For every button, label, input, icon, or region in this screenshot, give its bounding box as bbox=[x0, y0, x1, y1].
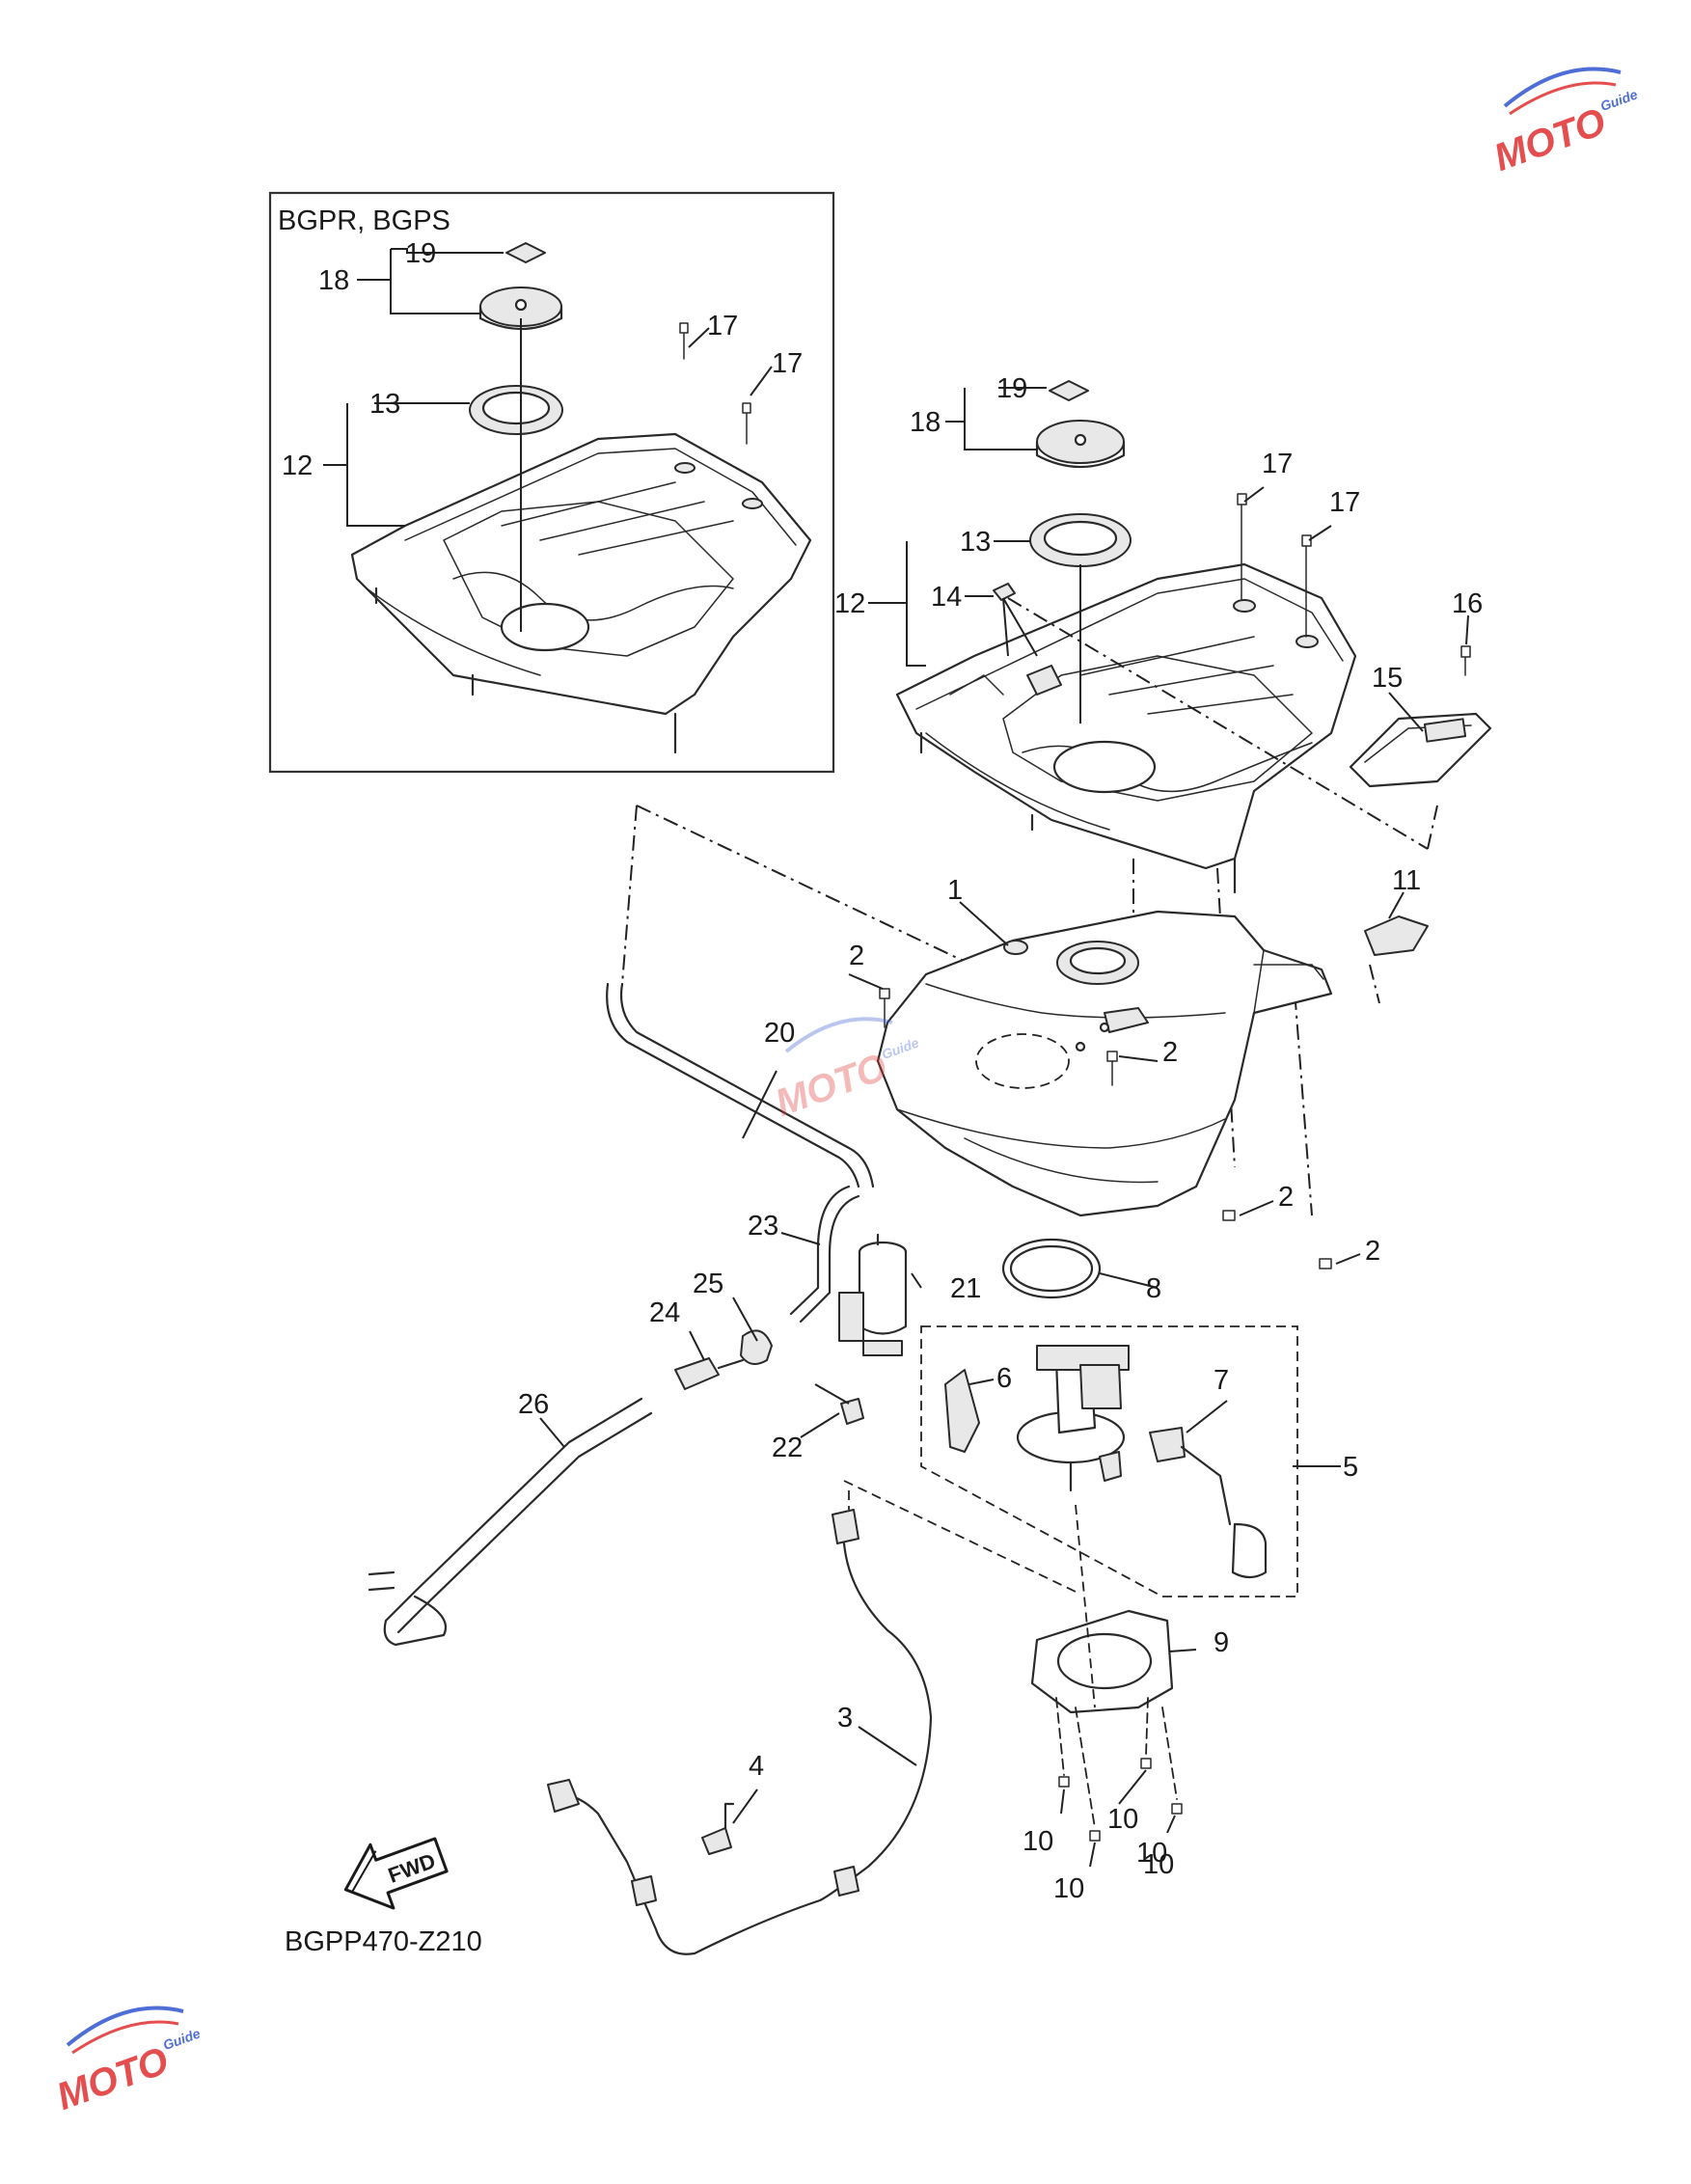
label-25: 25 bbox=[693, 1269, 723, 1299]
inset-tank-cover bbox=[350, 432, 812, 754]
label-5: 5 bbox=[1343, 1452, 1358, 1483]
label-10b: 10 bbox=[1023, 1826, 1053, 1857]
pump-assembly-box bbox=[920, 1325, 1298, 1597]
inset-label-13: 13 bbox=[369, 389, 400, 420]
inset-label-17b: 17 bbox=[772, 348, 803, 379]
label-21: 21 bbox=[950, 1273, 981, 1304]
screw-16 bbox=[1460, 645, 1471, 676]
leader-lines bbox=[539, 614, 1469, 1868]
breather-hose-20 bbox=[606, 982, 875, 1188]
label-14: 14 bbox=[931, 582, 962, 613]
label-22: 22 bbox=[772, 1433, 803, 1463]
watermark-logo-bottom: MOTO Guide bbox=[51, 2006, 203, 2118]
filter-21 bbox=[838, 1233, 908, 1356]
label-11: 11 bbox=[1392, 865, 1421, 896]
label-10a: 10 bbox=[1107, 1804, 1138, 1835]
svg-text:Guide: Guide bbox=[1598, 86, 1640, 114]
label-24: 24 bbox=[649, 1297, 680, 1328]
svg-text:Guide: Guide bbox=[161, 2025, 203, 2053]
label-19: 19 bbox=[996, 373, 1027, 404]
svg-text:MOTO: MOTO bbox=[51, 2039, 174, 2118]
inset-label-17a: 17 bbox=[707, 311, 738, 341]
label-15: 15 bbox=[1372, 663, 1403, 694]
label-12: 12 bbox=[834, 588, 865, 619]
label-2d: 2 bbox=[1365, 1236, 1380, 1267]
inset-label-18: 18 bbox=[318, 265, 349, 296]
bolt-22 bbox=[840, 1398, 864, 1425]
inset-header: BGPR, BGPS bbox=[278, 205, 450, 236]
drain-hose-26 bbox=[368, 1397, 653, 1647]
label-6: 6 bbox=[996, 1363, 1012, 1394]
fuel-tank bbox=[876, 910, 1333, 1217]
inset-label-19: 19 bbox=[405, 238, 436, 269]
label-20: 20 bbox=[764, 1018, 795, 1049]
label-3: 3 bbox=[837, 1703, 853, 1734]
label-10e: 10 bbox=[1136, 1838, 1167, 1869]
label-10c: 10 bbox=[1143, 1849, 1174, 1880]
part-24 bbox=[674, 1357, 720, 1390]
inset-seal bbox=[505, 242, 546, 263]
cap-seal bbox=[1049, 380, 1089, 401]
label-9: 9 bbox=[1214, 1627, 1229, 1658]
level-sender-7 bbox=[1149, 1427, 1268, 1579]
tank-cover-main bbox=[895, 562, 1357, 894]
bracket-4 bbox=[701, 1827, 732, 1855]
label-17b: 17 bbox=[1329, 487, 1360, 518]
label-16: 16 bbox=[1452, 588, 1483, 619]
bolts-2 bbox=[879, 988, 1332, 1269]
label-13: 13 bbox=[960, 527, 991, 558]
part-labels: 19 18 17 17 13 12 14 16 15 11 1 2 2 2 2 … bbox=[518, 373, 1483, 1904]
inset-label-12: 12 bbox=[282, 450, 313, 481]
watermark-logo-top: MOTO Guide bbox=[1488, 67, 1640, 179]
svg-text:MOTO: MOTO bbox=[770, 1046, 892, 1125]
clip-14 bbox=[993, 583, 1016, 601]
lid-15 bbox=[1349, 712, 1492, 788]
fwd-arrow-icon: FWD bbox=[343, 1837, 449, 1910]
label-2b: 2 bbox=[1162, 1037, 1178, 1068]
figure-code: BGPP470-Z210 bbox=[285, 1926, 482, 1957]
label-2a: 2 bbox=[849, 941, 864, 971]
label-23: 23 bbox=[748, 1211, 778, 1242]
pad-11 bbox=[1364, 915, 1429, 956]
label-2c: 2 bbox=[1278, 1182, 1294, 1213]
label-7: 7 bbox=[1214, 1365, 1229, 1396]
label-8: 8 bbox=[1146, 1273, 1161, 1304]
inset-panel: BGPR, BGPS bbox=[268, 191, 835, 774]
label-10d: 10 bbox=[1053, 1873, 1084, 1904]
fuel-pump-5 bbox=[1016, 1345, 1130, 1492]
label-4: 4 bbox=[749, 1751, 764, 1782]
label-1: 1 bbox=[947, 875, 963, 906]
sensor-lead-3 bbox=[547, 1509, 933, 1955]
bolts-10 bbox=[1055, 1697, 1183, 1842]
svg-text:MOTO: MOTO bbox=[1488, 100, 1611, 179]
strainer-6 bbox=[944, 1369, 980, 1453]
label-18: 18 bbox=[910, 407, 941, 438]
label-26: 26 bbox=[518, 1389, 549, 1420]
label-17a: 17 bbox=[1262, 449, 1293, 479]
part-25 bbox=[740, 1329, 773, 1365]
